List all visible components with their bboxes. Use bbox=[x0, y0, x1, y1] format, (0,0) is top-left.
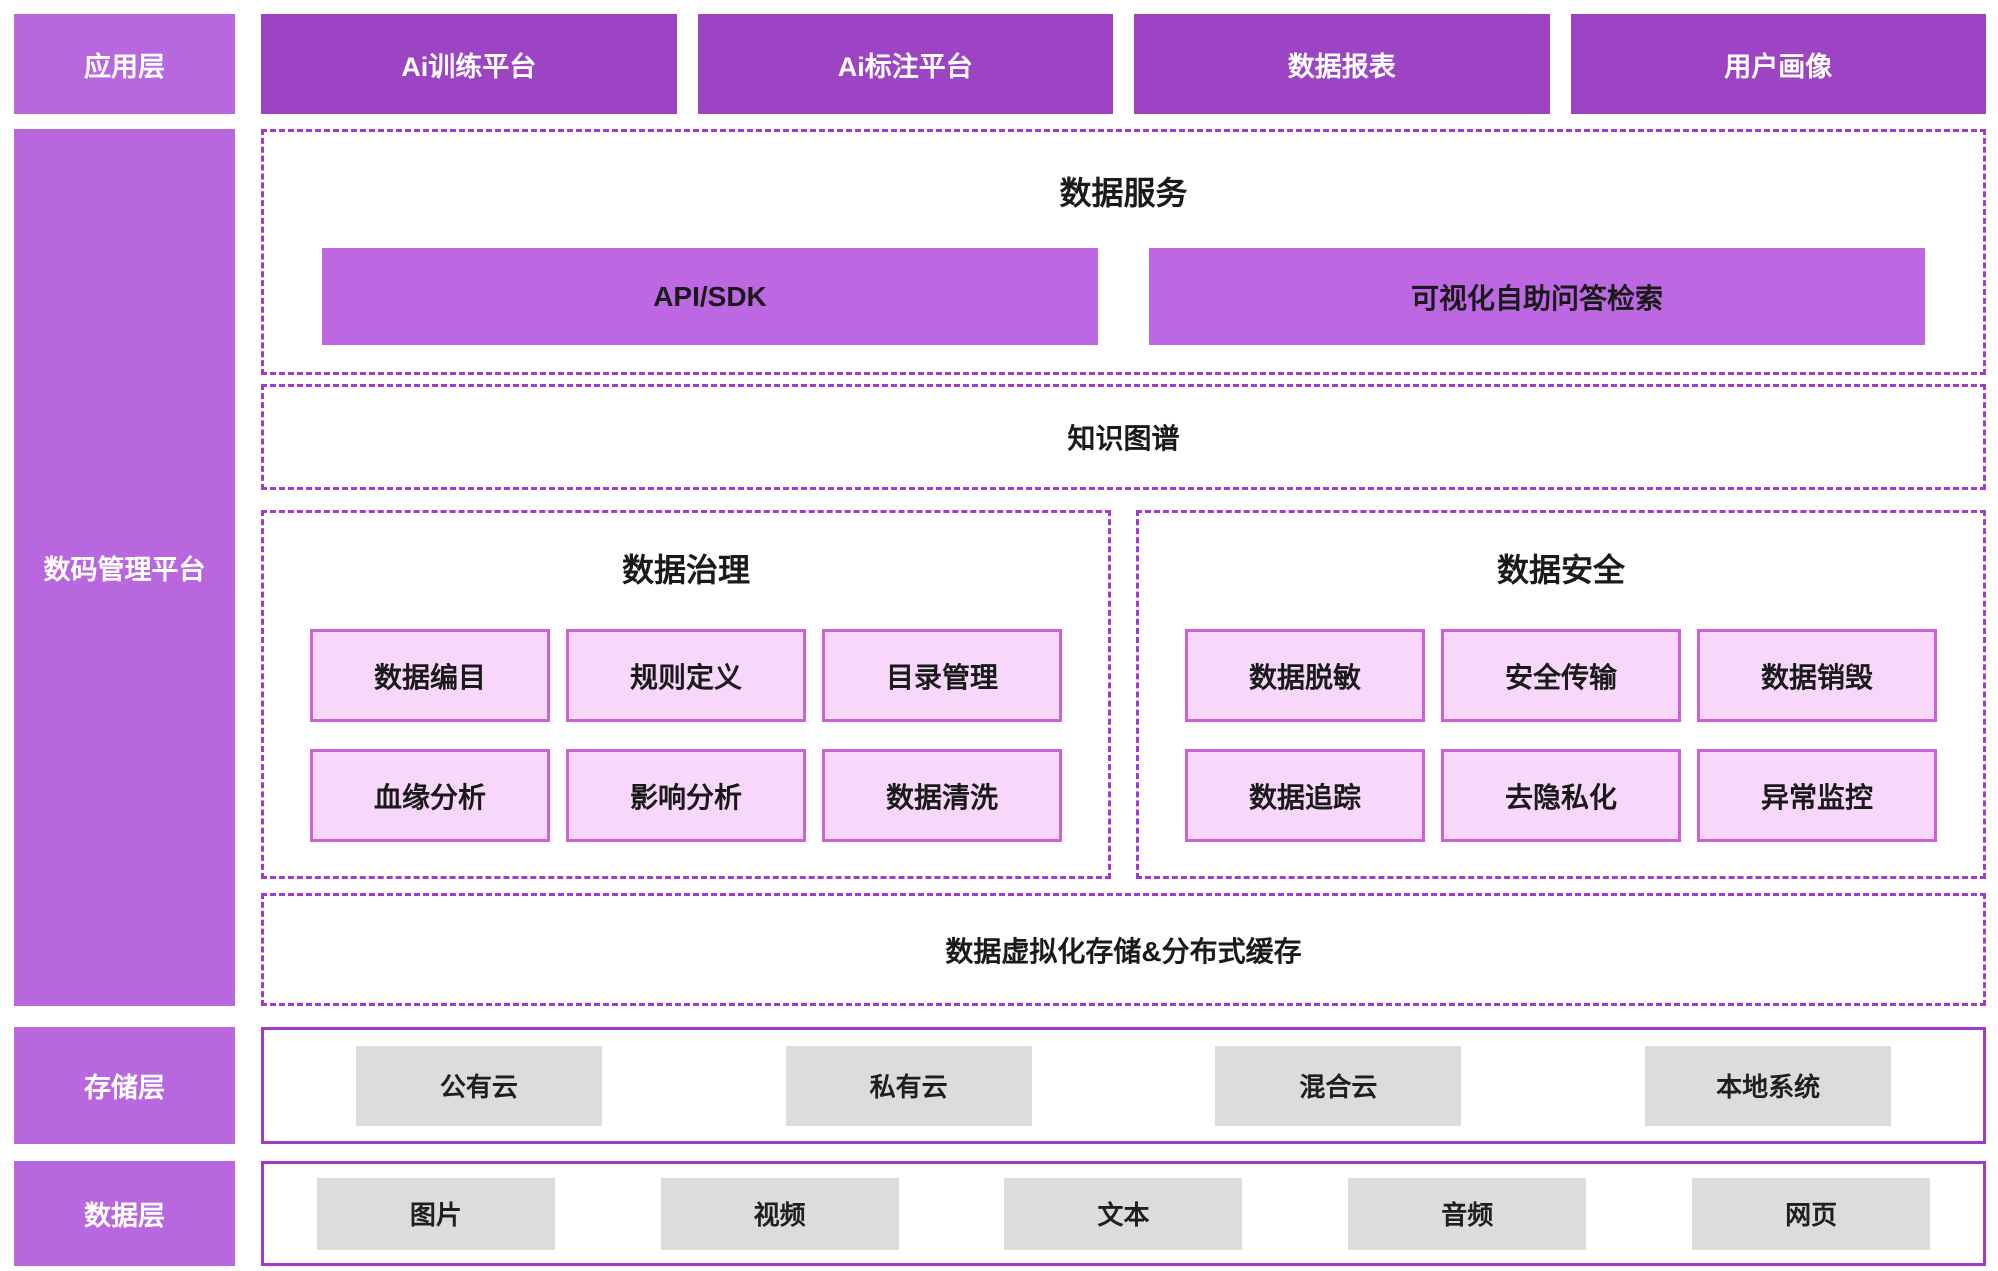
storage-box-hybrid-cloud: 混合云 bbox=[1215, 1045, 1462, 1126]
service-box-api-sdk: API/SDK bbox=[322, 248, 1098, 345]
data-layer-row: 数据层 图片 视频 文本 音频 网页 bbox=[14, 1161, 1986, 1266]
section-knowledge-graph: 知识图谱 bbox=[261, 384, 1986, 490]
data-box-text: 文本 bbox=[1004, 1177, 1243, 1250]
layer-label-data: 数据层 bbox=[14, 1161, 235, 1266]
governance-grid: 数据编目 规则定义 目录管理 血缘分析 影响分析 数据清洗 bbox=[310, 629, 1062, 842]
platform-sections: 数据服务 API/SDK 可视化自助问答检索 知识图谱 数据治理 数据编目 规则… bbox=[261, 129, 1986, 1006]
storage-box-private-cloud: 私有云 bbox=[785, 1045, 1032, 1126]
pill-data-masking: 数据脱敏 bbox=[1185, 629, 1425, 722]
pill-directory-management: 目录管理 bbox=[822, 629, 1062, 722]
security-grid: 数据脱敏 安全传输 数据销毁 数据追踪 去隐私化 异常监控 bbox=[1185, 629, 1937, 842]
pill-anomaly-monitoring: 异常监控 bbox=[1697, 749, 1937, 842]
virtual-storage-title: 数据虚拟化存储&分布式缓存 bbox=[945, 935, 1302, 967]
section-data-security: 数据安全 数据脱敏 安全传输 数据销毁 数据追踪 去隐私化 异常监控 bbox=[1136, 510, 1986, 879]
application-boxes: Ai训练平台 Ai标注平台 数据报表 用户画像 bbox=[261, 14, 1986, 114]
section-data-service: 数据服务 API/SDK 可视化自助问答检索 bbox=[261, 129, 1986, 375]
pill-data-cleaning: 数据清洗 bbox=[822, 749, 1062, 842]
app-box-ai-training: Ai训练平台 bbox=[261, 14, 677, 114]
data-boxes: 图片 视频 文本 音频 网页 bbox=[261, 1161, 1986, 1266]
data-box-video: 视频 bbox=[660, 1177, 899, 1250]
app-box-data-report: 数据报表 bbox=[1134, 14, 1550, 114]
data-service-title: 数据服务 bbox=[1059, 175, 1188, 211]
section-data-governance: 数据治理 数据编目 规则定义 目录管理 血缘分析 影响分析 数据清洗 bbox=[261, 510, 1111, 879]
layer-label-platform: 数码管理平台 bbox=[14, 129, 235, 1006]
data-box-webpage: 网页 bbox=[1692, 1177, 1931, 1250]
app-box-ai-labeling: Ai标注平台 bbox=[697, 14, 1113, 114]
service-box-visual-qa-search: 可视化自助问答检索 bbox=[1149, 248, 1925, 345]
application-layer-row: 应用层 Ai训练平台 Ai标注平台 数据报表 用户画像 bbox=[14, 14, 1986, 114]
data-service-boxes: API/SDK 可视化自助问答检索 bbox=[322, 248, 1925, 345]
platform-layer-row: 数码管理平台 数据服务 API/SDK 可视化自助问答检索 知识图谱 数据治理 … bbox=[14, 129, 1986, 1006]
storage-layer-row: 存储层 公有云 私有云 混合云 本地系统 bbox=[14, 1027, 1986, 1144]
pill-rule-definition: 规则定义 bbox=[566, 629, 806, 722]
section-virtual-storage: 数据虚拟化存储&分布式缓存 bbox=[261, 893, 1986, 1006]
pill-data-catalog: 数据编目 bbox=[310, 629, 550, 722]
storage-boxes: 公有云 私有云 混合云 本地系统 bbox=[261, 1027, 1986, 1144]
pill-secure-transfer: 安全传输 bbox=[1441, 629, 1681, 722]
pill-lineage-analysis: 血缘分析 bbox=[310, 749, 550, 842]
pill-impact-analysis: 影响分析 bbox=[566, 749, 806, 842]
storage-box-public-cloud: 公有云 bbox=[355, 1045, 602, 1126]
governance-security-row: 数据治理 数据编目 规则定义 目录管理 血缘分析 影响分析 数据清洗 数据安全 … bbox=[261, 510, 1986, 879]
layer-label-application: 应用层 bbox=[14, 14, 235, 114]
pill-data-tracking: 数据追踪 bbox=[1185, 749, 1425, 842]
pill-deprivatization: 去隐私化 bbox=[1441, 749, 1681, 842]
data-governance-title: 数据治理 bbox=[621, 552, 750, 588]
data-box-image: 图片 bbox=[316, 1177, 555, 1250]
knowledge-graph-title: 知识图谱 bbox=[1067, 423, 1180, 454]
architecture-diagram: 应用层 Ai训练平台 Ai标注平台 数据报表 用户画像 数码管理平台 数据服务 … bbox=[14, 14, 1986, 1266]
pill-data-destruction: 数据销毁 bbox=[1697, 629, 1937, 722]
storage-box-local-system: 本地系统 bbox=[1645, 1045, 1892, 1126]
data-security-title: 数据安全 bbox=[1496, 552, 1625, 588]
data-box-audio: 音频 bbox=[1348, 1177, 1587, 1250]
app-box-user-profile: 用户画像 bbox=[1570, 14, 1986, 114]
layer-label-storage: 存储层 bbox=[14, 1027, 235, 1144]
